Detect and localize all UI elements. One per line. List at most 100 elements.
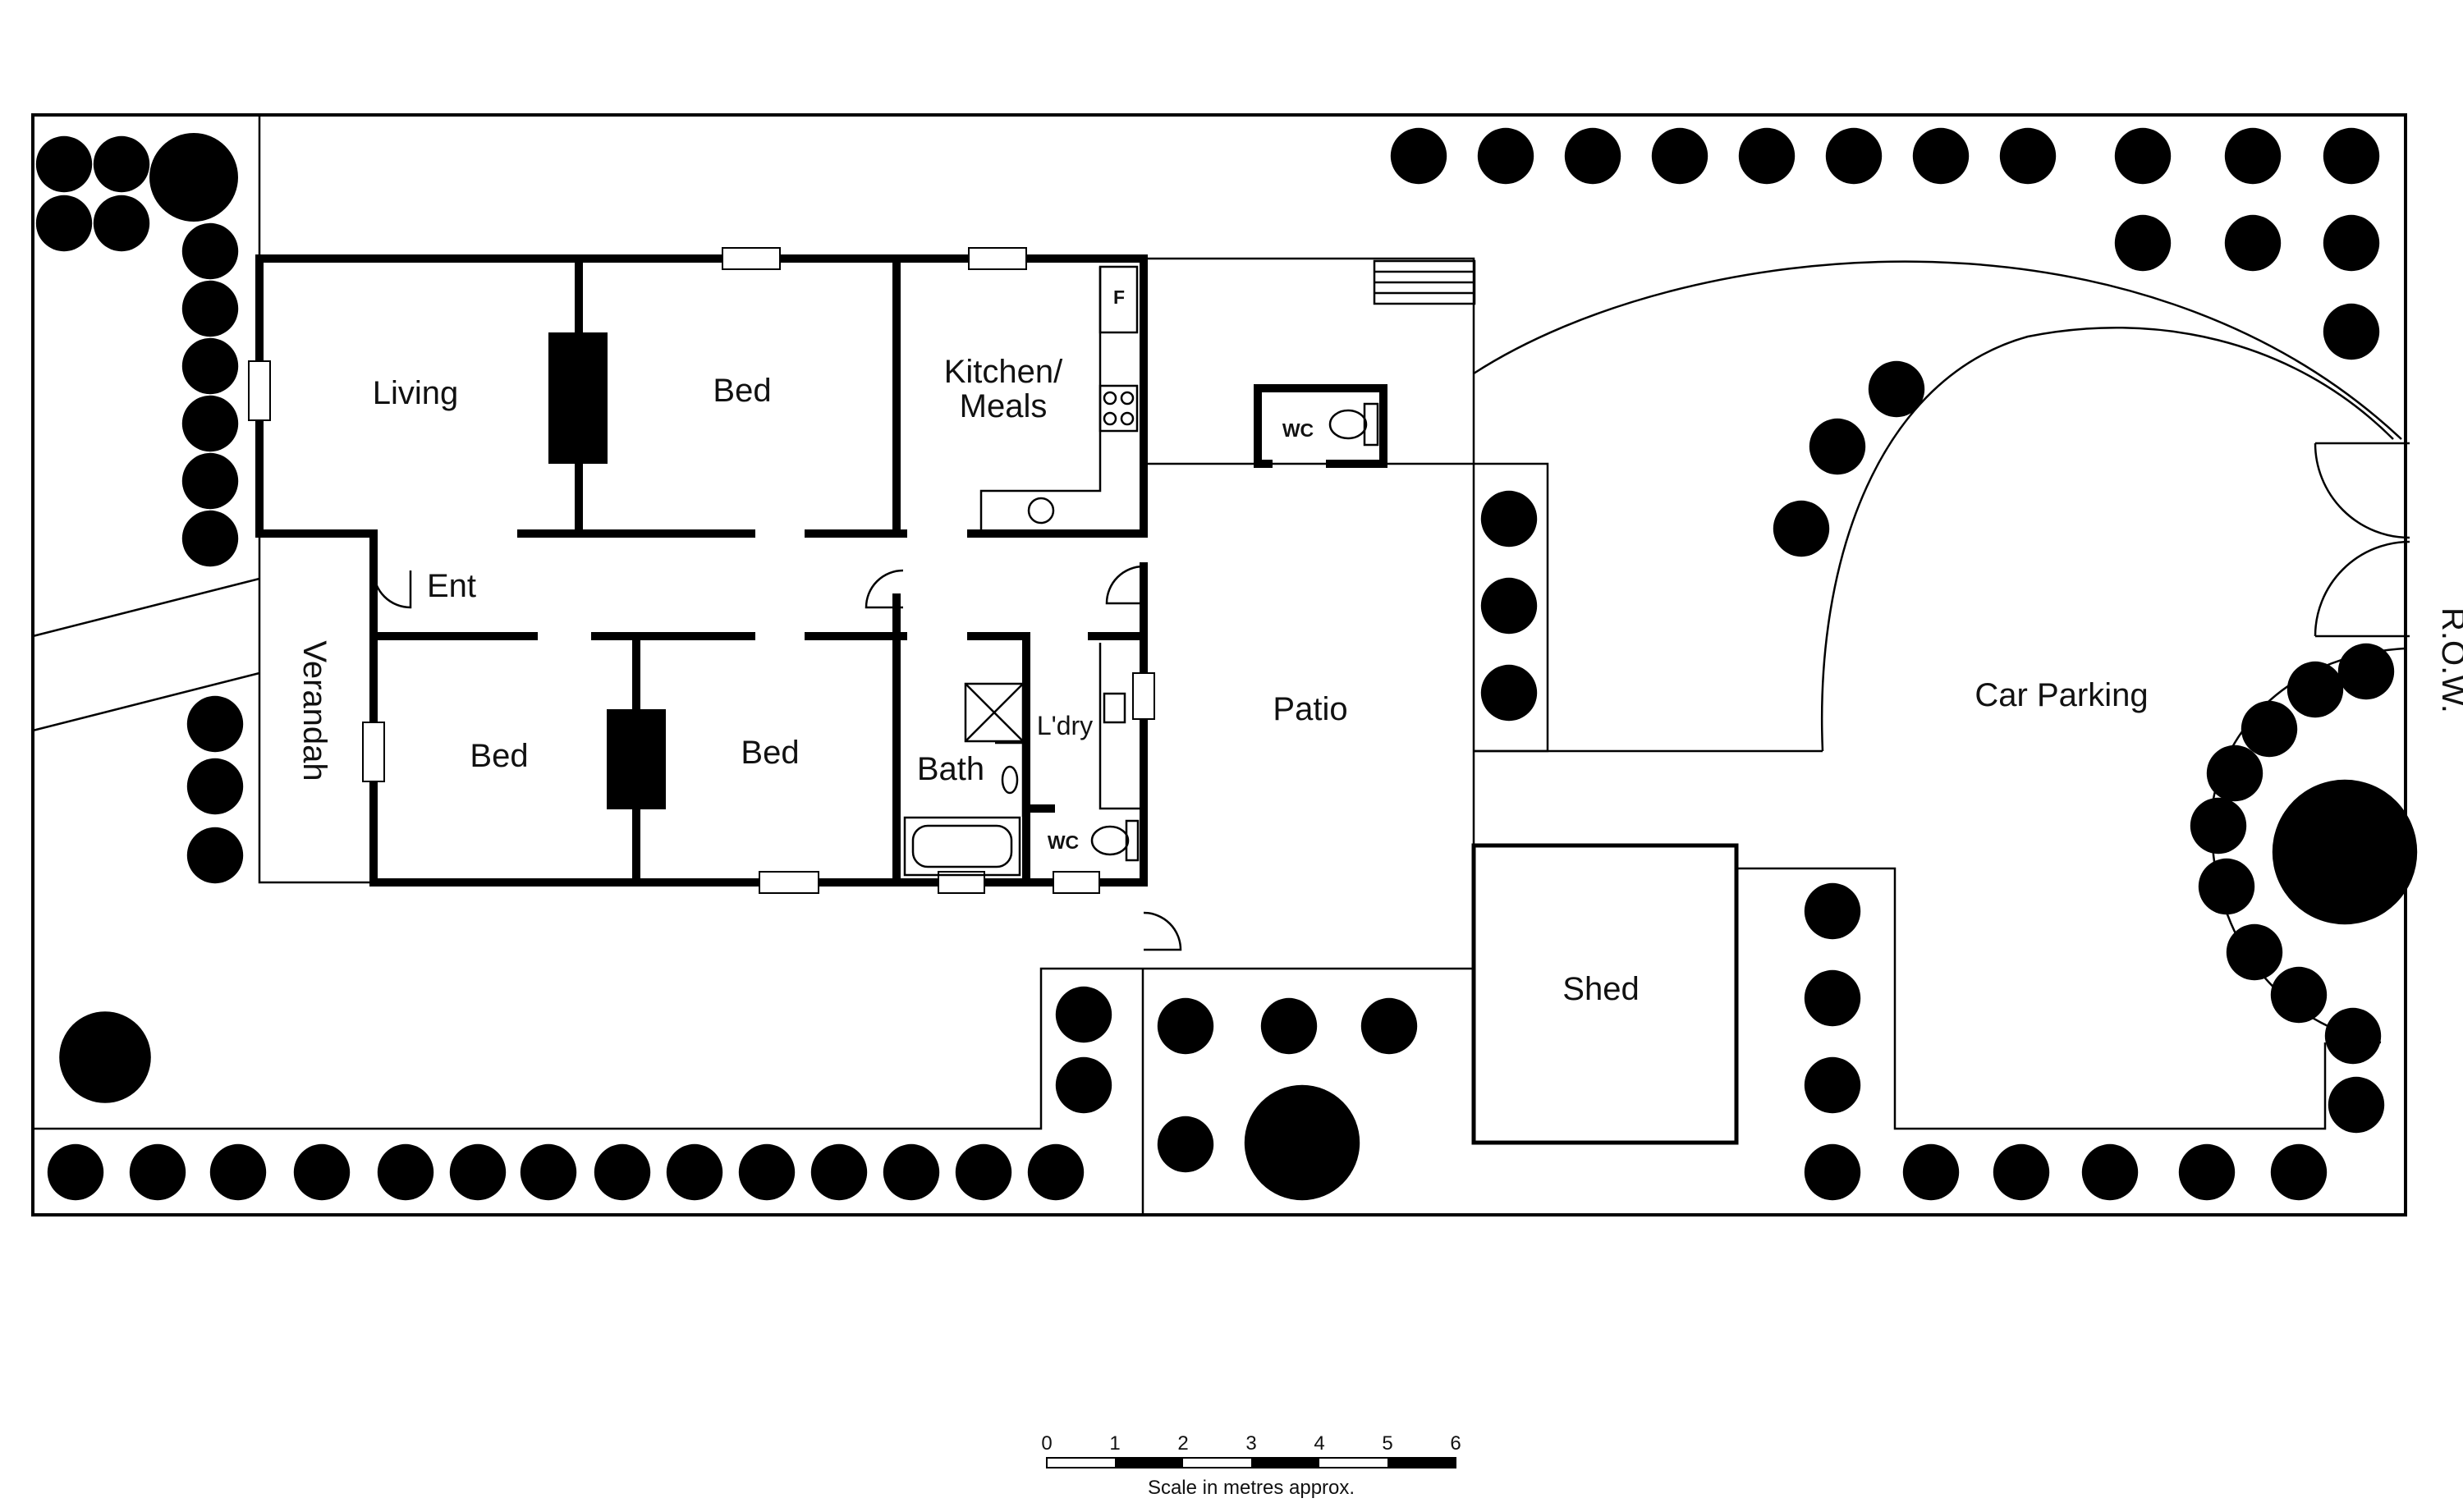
label-shed: Shed xyxy=(1562,971,1639,1007)
shrub-icon xyxy=(810,1143,868,1201)
shrub-icon xyxy=(47,1143,104,1201)
kitchen-fixtures xyxy=(979,265,1139,529)
label-entry: Ent xyxy=(427,568,476,604)
scale-tick-3: 3 xyxy=(1245,1432,1256,1455)
shrub-icon xyxy=(1480,490,1538,548)
shrub-icon xyxy=(2337,643,2395,700)
scale-tick-1: 1 xyxy=(1109,1432,1120,1455)
shrub-icon xyxy=(2270,1143,2328,1201)
shrub-icon xyxy=(181,222,239,280)
shrub-icon xyxy=(1809,418,1866,475)
label-bed-bottom-left: Bed xyxy=(470,738,528,774)
label-row: R.O.W. xyxy=(2435,607,2463,713)
label-bath: Bath xyxy=(917,751,984,787)
label-wc-outside: WC xyxy=(1282,419,1314,441)
label-wc-inside: WC xyxy=(1048,832,1079,853)
shrub-icon xyxy=(186,758,244,815)
shrub-icon xyxy=(1804,969,1861,1027)
shrub-icon xyxy=(1773,500,1830,557)
label-patio: Patio xyxy=(1273,691,1347,727)
shrub-icon xyxy=(129,1143,186,1201)
shrub-icon xyxy=(2224,127,2282,185)
shrub-icon xyxy=(1157,1116,1214,1173)
label-bed-bottom-right: Bed xyxy=(741,735,799,771)
tree-icon xyxy=(59,1011,151,1103)
scale-bar: 0 1 2 3 4 5 6 Scale in metres approx. xyxy=(1041,1432,1461,1499)
shrub-icon xyxy=(1390,127,1447,185)
shrub-icon xyxy=(2206,745,2263,802)
shrub-icon xyxy=(666,1143,723,1201)
shrub-icon xyxy=(93,135,150,193)
shrub-icon xyxy=(1804,1143,1861,1201)
shrub-icon xyxy=(1825,127,1883,185)
shrub-icon xyxy=(2323,214,2380,272)
shrub-icon xyxy=(1564,127,1621,185)
shrub-icon xyxy=(449,1143,507,1201)
shrub-icon xyxy=(594,1143,651,1201)
shrub-icon xyxy=(181,280,239,337)
shrub-icon xyxy=(1804,1056,1861,1114)
scale-caption: Scale in metres approx. xyxy=(1148,1477,1355,1499)
shrub-icon xyxy=(186,695,244,753)
shrub-icon xyxy=(181,452,239,510)
garden-trees xyxy=(59,133,2418,1201)
shrub-icon xyxy=(1477,127,1534,185)
scale-segment xyxy=(1115,1458,1183,1468)
shrub-icon xyxy=(35,195,93,252)
shrub-icon xyxy=(2081,1143,2139,1201)
shrub-icon xyxy=(1360,997,1418,1055)
shrub-icon xyxy=(2114,214,2172,272)
garden-shrubs xyxy=(35,127,2395,1201)
shrub-icon xyxy=(181,395,239,452)
tree-icon xyxy=(1244,1084,1360,1201)
shrub-icon xyxy=(1999,127,2057,185)
shed xyxy=(1471,843,1739,1145)
shrub-icon xyxy=(2114,127,2172,185)
label-living: Living xyxy=(373,375,459,411)
shrub-icon xyxy=(2324,1007,2382,1065)
shrub-icon xyxy=(181,337,239,395)
scale-tick-2: 2 xyxy=(1177,1432,1188,1455)
scale-tick-6: 6 xyxy=(1450,1432,1461,1455)
shrub-icon xyxy=(2224,214,2282,272)
shrub-icon xyxy=(2198,858,2255,915)
fireplace-bottom xyxy=(607,709,666,809)
shrub-icon xyxy=(377,1143,434,1201)
shrub-icon xyxy=(293,1143,351,1201)
label-bed-top: Bed xyxy=(713,373,771,409)
label-verandah: Verandah xyxy=(296,640,333,781)
shrub-icon xyxy=(209,1143,267,1201)
shrub-icon xyxy=(2241,700,2298,758)
shrub-icon xyxy=(1993,1143,2050,1201)
shrub-icon xyxy=(883,1143,940,1201)
shrub-icon xyxy=(1157,997,1214,1055)
shrub-icon xyxy=(2190,797,2247,855)
shrub-icon xyxy=(738,1143,796,1201)
shrub-icon xyxy=(955,1143,1012,1201)
shrub-icon xyxy=(1055,1056,1112,1114)
shrub-icon xyxy=(1480,664,1538,722)
shrub-icon xyxy=(2270,966,2328,1024)
bath-fixtures xyxy=(903,402,1379,877)
shrub-icon xyxy=(35,135,93,193)
scale-segment xyxy=(1387,1458,1456,1468)
site-lines xyxy=(32,115,2410,1215)
shrub-icon xyxy=(1055,986,1112,1043)
fireplace-top xyxy=(548,332,608,464)
label-kitchen-line2: Meals xyxy=(960,388,1048,424)
shrub-icon xyxy=(520,1143,577,1201)
shrub-icon xyxy=(1260,997,1318,1055)
shrub-icon xyxy=(1480,577,1538,635)
tree-icon xyxy=(149,133,238,222)
door-swings xyxy=(372,565,1182,951)
shrub-icon xyxy=(2178,1143,2236,1201)
shrub-icon xyxy=(2328,1076,2385,1134)
scale-tick-4: 4 xyxy=(1314,1432,1324,1455)
windows xyxy=(248,247,1155,894)
shrub-icon xyxy=(2323,303,2380,360)
shrub-icon xyxy=(93,195,150,252)
scale-tick-5: 5 xyxy=(1382,1432,1392,1455)
shrub-icon xyxy=(1804,882,1861,940)
shrub-icon xyxy=(2286,661,2344,718)
